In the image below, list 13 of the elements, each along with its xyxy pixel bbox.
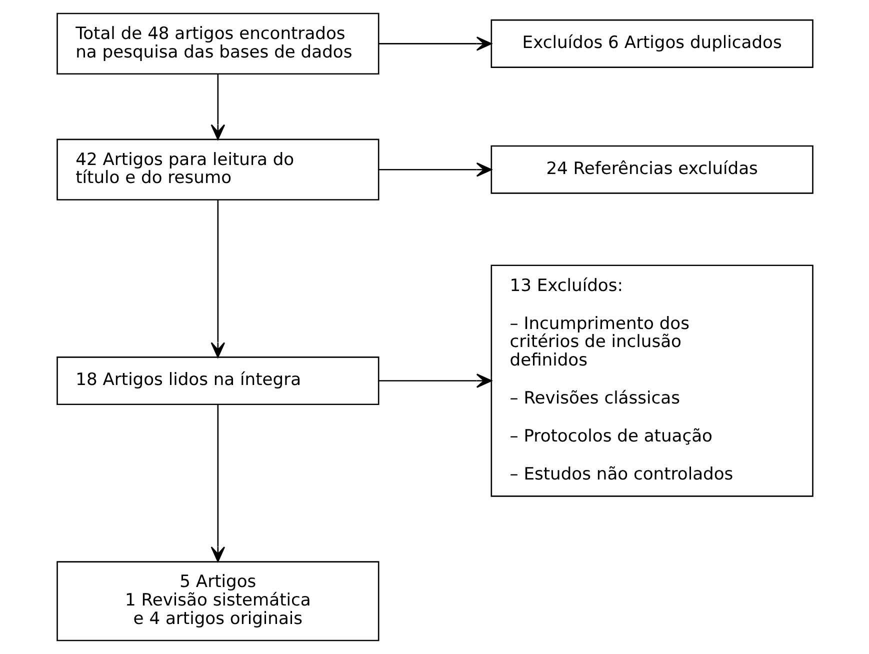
node-box: 13 Excluídos: – Incumprimento dos critérios de inclusão definidos – Revisões clássicas – Protocolos de atuação – Estudos não controlados bbox=[490, 264, 813, 497]
arrow bbox=[378, 374, 492, 388]
node-box: 5 Artigos 1 Revisão sistemática e 4 artigos originais bbox=[56, 561, 379, 642]
node-box: Excluídos 6 Artigos duplicados bbox=[490, 19, 813, 68]
node-box: 42 Artigos para leitura do título e do resumo bbox=[56, 138, 379, 200]
arrow bbox=[210, 74, 225, 140]
arrow bbox=[378, 36, 492, 51]
node-box: 18 Artigos lidos na íntegra bbox=[56, 356, 379, 406]
node-box: Total de 48 artigos encontrados na pesquisa das bases de dados bbox=[56, 12, 379, 74]
arrow bbox=[210, 404, 225, 562]
node-box: 24 Referências excluídas bbox=[490, 145, 813, 194]
arrow bbox=[210, 200, 225, 358]
arrow bbox=[378, 162, 492, 177]
